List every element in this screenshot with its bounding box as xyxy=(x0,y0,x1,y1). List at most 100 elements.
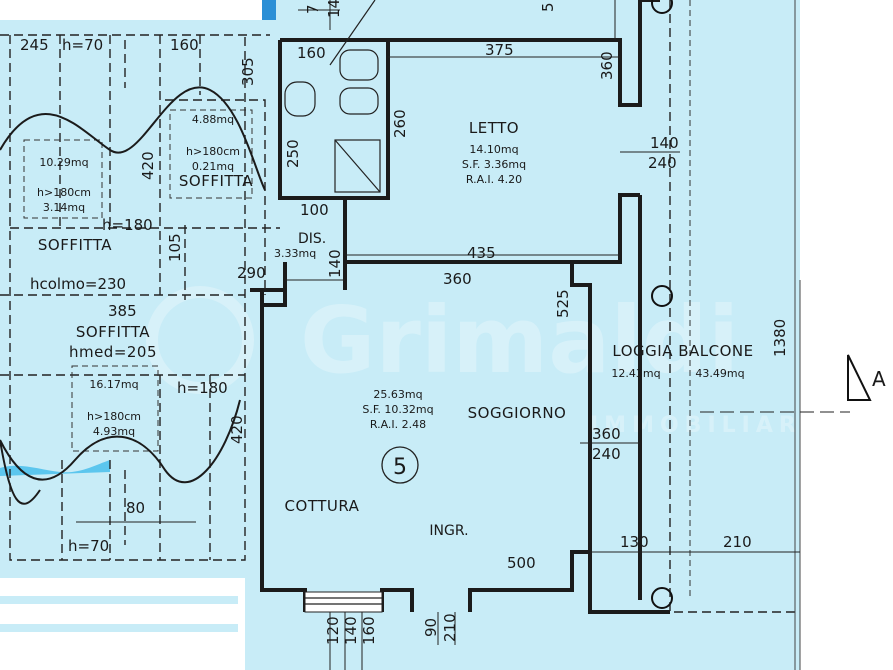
dim-360-letto: 360 xyxy=(598,51,616,80)
bidet-icon xyxy=(339,49,379,81)
unit-number-circle xyxy=(381,446,419,484)
plan-background xyxy=(0,0,800,670)
letto-sf: S.F. 3.36mq xyxy=(462,158,526,171)
dim-385: 385 xyxy=(108,302,137,320)
soffitta-c-hnote: h>180cm xyxy=(87,410,141,423)
dim-140-bottom: 140 xyxy=(342,616,360,645)
dim-420-mid: 420 xyxy=(228,415,246,444)
dim-360-sogg: 360 xyxy=(443,270,472,288)
soffitta-a-hnote: h>180cm xyxy=(37,186,91,199)
letto-name: LETTO xyxy=(469,119,519,137)
soffitta-c-height: hmed=205 xyxy=(69,343,157,361)
dim-375: 375 xyxy=(485,41,514,59)
soggiorno-area: 25.63mq xyxy=(373,388,422,401)
watermark-tagline: IMMOBILIARE xyxy=(590,413,823,438)
dim-105: 105 xyxy=(166,233,184,262)
dim-160-bottom: 160 xyxy=(360,616,378,645)
unit-number: 5 xyxy=(393,455,407,480)
column-1 xyxy=(651,0,673,14)
watermark-logo-ring xyxy=(146,286,254,394)
washbasin-icon xyxy=(339,87,379,115)
ingresso-name: INGR. xyxy=(429,523,468,539)
roof-curve-bottom xyxy=(0,399,241,484)
section-cut-line xyxy=(329,0,376,66)
soffitta-c-h180-box xyxy=(71,365,159,452)
soffitta-b-hnote: h>180cm xyxy=(186,145,240,158)
wall-letto-north xyxy=(388,15,642,107)
dim-1380: 1380 xyxy=(771,319,789,357)
height-hcolmo: hcolmo=230 xyxy=(30,275,126,293)
dim-90: 90 xyxy=(422,618,440,637)
dim-140-right: 140 xyxy=(650,134,679,152)
letto-area: 14.10mq xyxy=(469,143,518,156)
dim-130: 130 xyxy=(620,533,649,551)
soffitta-a-harea: 3.14mq xyxy=(43,201,85,214)
height-h70-top: h=70 xyxy=(62,36,103,54)
dim-290: 290 xyxy=(237,264,266,282)
shower-icon xyxy=(334,139,381,193)
dim-5: 5 xyxy=(539,2,557,12)
dis-area: 3.33mq xyxy=(274,247,316,260)
soffitta-b-name: SOFFITTA xyxy=(179,172,253,190)
dim-240-right: 240 xyxy=(648,154,677,172)
stair-band-2 xyxy=(0,624,238,632)
margin-area xyxy=(800,0,893,670)
soffitta-a-name: SOFFITTA xyxy=(38,236,112,254)
dim-525: 525 xyxy=(554,289,572,318)
dim-360-lower: 360 xyxy=(592,425,621,443)
roof-band xyxy=(0,460,110,476)
dim-435: 435 xyxy=(467,244,496,262)
soffitta-c-name: SOFFITTA xyxy=(76,323,150,341)
soggiorno-name: SOGGIORNO xyxy=(468,404,567,422)
soffitta-a-area: 10.29mq xyxy=(39,156,88,169)
dim-210-right: 210 xyxy=(723,533,752,551)
dim-420-top: 420 xyxy=(139,151,157,180)
dim-305: 305 xyxy=(239,57,257,86)
wall-ne-corner xyxy=(638,0,660,15)
dim-100: 100 xyxy=(300,201,329,219)
dim-250: 250 xyxy=(284,139,302,168)
stair-band-1 xyxy=(0,596,238,604)
soggiorno-rai: R.A.I. 2.48 xyxy=(370,418,426,431)
dim-240-lower: 240 xyxy=(592,445,621,463)
soggiorno-sf: S.F. 10.32mq xyxy=(362,403,433,416)
wall-entry-corner xyxy=(250,288,287,307)
loggia-area-b: 43.49mq xyxy=(695,367,744,380)
loggia-area-a: 12.43mq xyxy=(611,367,660,380)
soffitta-a-h180-box xyxy=(23,139,103,219)
soffitta-c-area: 16.17mq xyxy=(89,378,138,391)
loggia-name: LOGGIA BALCONE xyxy=(612,342,753,360)
height-h180-b: h=180 xyxy=(177,379,228,397)
wall-dis xyxy=(283,200,347,290)
loggia-outline xyxy=(669,0,800,613)
dim-500: 500 xyxy=(507,554,536,572)
dim-260: 260 xyxy=(391,109,409,138)
soffitta-outline xyxy=(9,35,246,561)
dis-name: DIS. xyxy=(298,231,326,247)
roof-curve-top xyxy=(0,86,266,191)
dim-140-dis: 140 xyxy=(326,249,344,278)
dim-120: 120 xyxy=(324,616,342,645)
dim-80: 80 xyxy=(126,499,145,517)
soffitta-b-harea: 0.21mq xyxy=(192,160,234,173)
section-marker-label: A xyxy=(872,367,886,391)
soffitta-b-outline xyxy=(165,99,266,295)
section-marker-icon xyxy=(847,354,872,401)
dim-7: 7 xyxy=(304,4,322,14)
column-2 xyxy=(651,285,673,307)
dim-210-bottom: 210 xyxy=(441,613,459,642)
height-h180-a: h=180 xyxy=(102,216,153,234)
door-entry xyxy=(304,591,383,613)
watermark-brand: Grimaldi xyxy=(300,287,739,394)
letto-rai: R.A.I. 4.20 xyxy=(466,173,522,186)
dim-160-bath: 160 xyxy=(297,44,326,62)
wall-bathroom xyxy=(278,38,390,200)
roof-marker xyxy=(262,0,276,20)
height-h70-bottom: h=70 xyxy=(68,537,109,555)
toilet-icon xyxy=(284,81,316,117)
column-3 xyxy=(651,587,673,609)
soffitta-c-harea: 4.93mq xyxy=(93,425,135,438)
dim-245: 245 xyxy=(20,36,49,54)
dim-160-top: 160 xyxy=(170,36,199,54)
